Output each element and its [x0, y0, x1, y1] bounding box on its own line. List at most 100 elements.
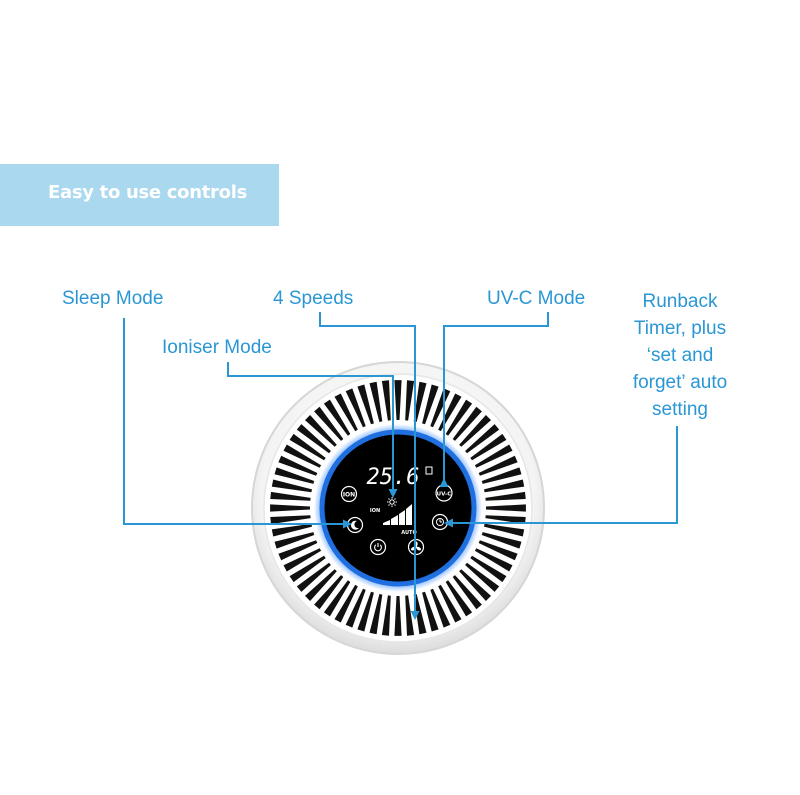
grille-slat [270, 504, 310, 512]
grille-slat [452, 406, 482, 441]
uvc-mode-label: UV-C Mode [487, 288, 586, 309]
sleep-mode-label: Sleep Mode [62, 288, 164, 309]
grille-slat [413, 381, 427, 422]
grille-slat [422, 591, 439, 632]
grille-slat [484, 479, 525, 493]
ion-button[interactable] [340, 485, 358, 503]
callout-lines [123, 312, 678, 612]
banner-title: Easy to use controls [48, 182, 247, 203]
speeds-label: 4 Speeds [273, 288, 354, 309]
callout-uvc [443, 312, 549, 484]
grille-slat [369, 381, 383, 422]
grille-slat [270, 491, 311, 501]
grille-slat [283, 548, 322, 572]
grille-slat [485, 515, 526, 525]
callout-timer [450, 426, 678, 524]
moon-icon [350, 520, 359, 530]
grille-slat [413, 594, 427, 635]
grille-slat [470, 433, 507, 461]
arrow-speeds [410, 611, 420, 620]
grille-slat [323, 399, 351, 436]
grille-slat [445, 580, 473, 617]
timer-label-line: setting [652, 399, 708, 420]
sun-icon [387, 497, 397, 507]
timer-label-line: forget’ auto [632, 372, 728, 393]
grille-slat [274, 532, 315, 549]
grille-slat [345, 388, 366, 428]
grille-slat [314, 406, 344, 441]
grille-slat [381, 595, 391, 636]
grille-slat [296, 424, 331, 454]
power-icon [374, 543, 382, 552]
grille-slat [470, 555, 507, 583]
power-button[interactable] [369, 538, 387, 556]
grille-slat [369, 594, 383, 635]
grille-slat [478, 540, 518, 561]
timer-label: Runback Timer, plus ‘set and forget’ aut… [610, 288, 750, 423]
grille-slat [394, 596, 402, 636]
header-banner [0, 164, 279, 226]
grille-slat [481, 467, 522, 484]
arrow-timer [444, 518, 453, 528]
grille-slat [289, 555, 326, 583]
timer-icon [436, 518, 444, 526]
grille-slat [381, 380, 391, 421]
grille-slat [474, 548, 513, 572]
grille-slat [274, 467, 315, 484]
air-grille [270, 380, 526, 636]
grille-slat [459, 415, 491, 447]
grille-slat [345, 588, 366, 628]
grille-slat [357, 591, 374, 632]
timer-label-line: Runback [642, 291, 718, 312]
timer-label-line: Timer, plus [633, 318, 727, 339]
callout-speeds [319, 312, 416, 612]
timer-label-line: ‘set and [646, 345, 714, 366]
control-ring [319, 429, 477, 587]
grille-slat [278, 455, 318, 476]
grille-slat [305, 415, 337, 447]
grille-slat [271, 523, 312, 537]
grille-slat [465, 562, 500, 592]
grille-slat [405, 380, 415, 421]
grille-slat [485, 491, 526, 501]
grille-slat [430, 388, 451, 428]
grille-slat [430, 588, 451, 628]
arrow-ioniser [388, 489, 398, 498]
grille-slat [314, 575, 344, 610]
grille-slat [484, 523, 525, 537]
grille-slat [459, 569, 491, 601]
grille-slat [474, 444, 513, 468]
grille-slat [481, 532, 522, 549]
grille-slat [478, 455, 518, 476]
grille-slat [323, 580, 351, 617]
callout-ioniser [227, 362, 394, 492]
callout-arrowheads [343, 478, 453, 620]
grille-slat [452, 575, 482, 610]
arrow-uvc [439, 478, 449, 487]
grille-slat [422, 384, 439, 425]
ion-indicator: ION [370, 508, 380, 514]
callout-sleep [123, 318, 345, 525]
grille-slat [465, 424, 500, 454]
grille-slat [438, 584, 462, 623]
ion-button-label: ION [343, 492, 355, 499]
grille-slat [334, 584, 358, 623]
grille-slat [270, 515, 311, 525]
auto-label: AUTO [401, 530, 416, 536]
grille-slat [405, 595, 415, 636]
grille-slat [334, 393, 358, 432]
grille-slat [271, 479, 312, 493]
grille-slat [486, 504, 526, 512]
speed-bars-icon [383, 504, 412, 525]
grille-slat [357, 384, 374, 425]
unit-icon [425, 466, 433, 475]
grille-slat [289, 433, 326, 461]
arrow-sleep [343, 519, 352, 529]
grille-slat [394, 380, 402, 420]
grille-slat [296, 562, 331, 592]
grille-slat [278, 540, 318, 561]
uvc-button-label: UV-C [437, 492, 452, 498]
grille-slat [445, 399, 473, 436]
ioniser-mode-label: Ioniser Mode [162, 337, 272, 358]
